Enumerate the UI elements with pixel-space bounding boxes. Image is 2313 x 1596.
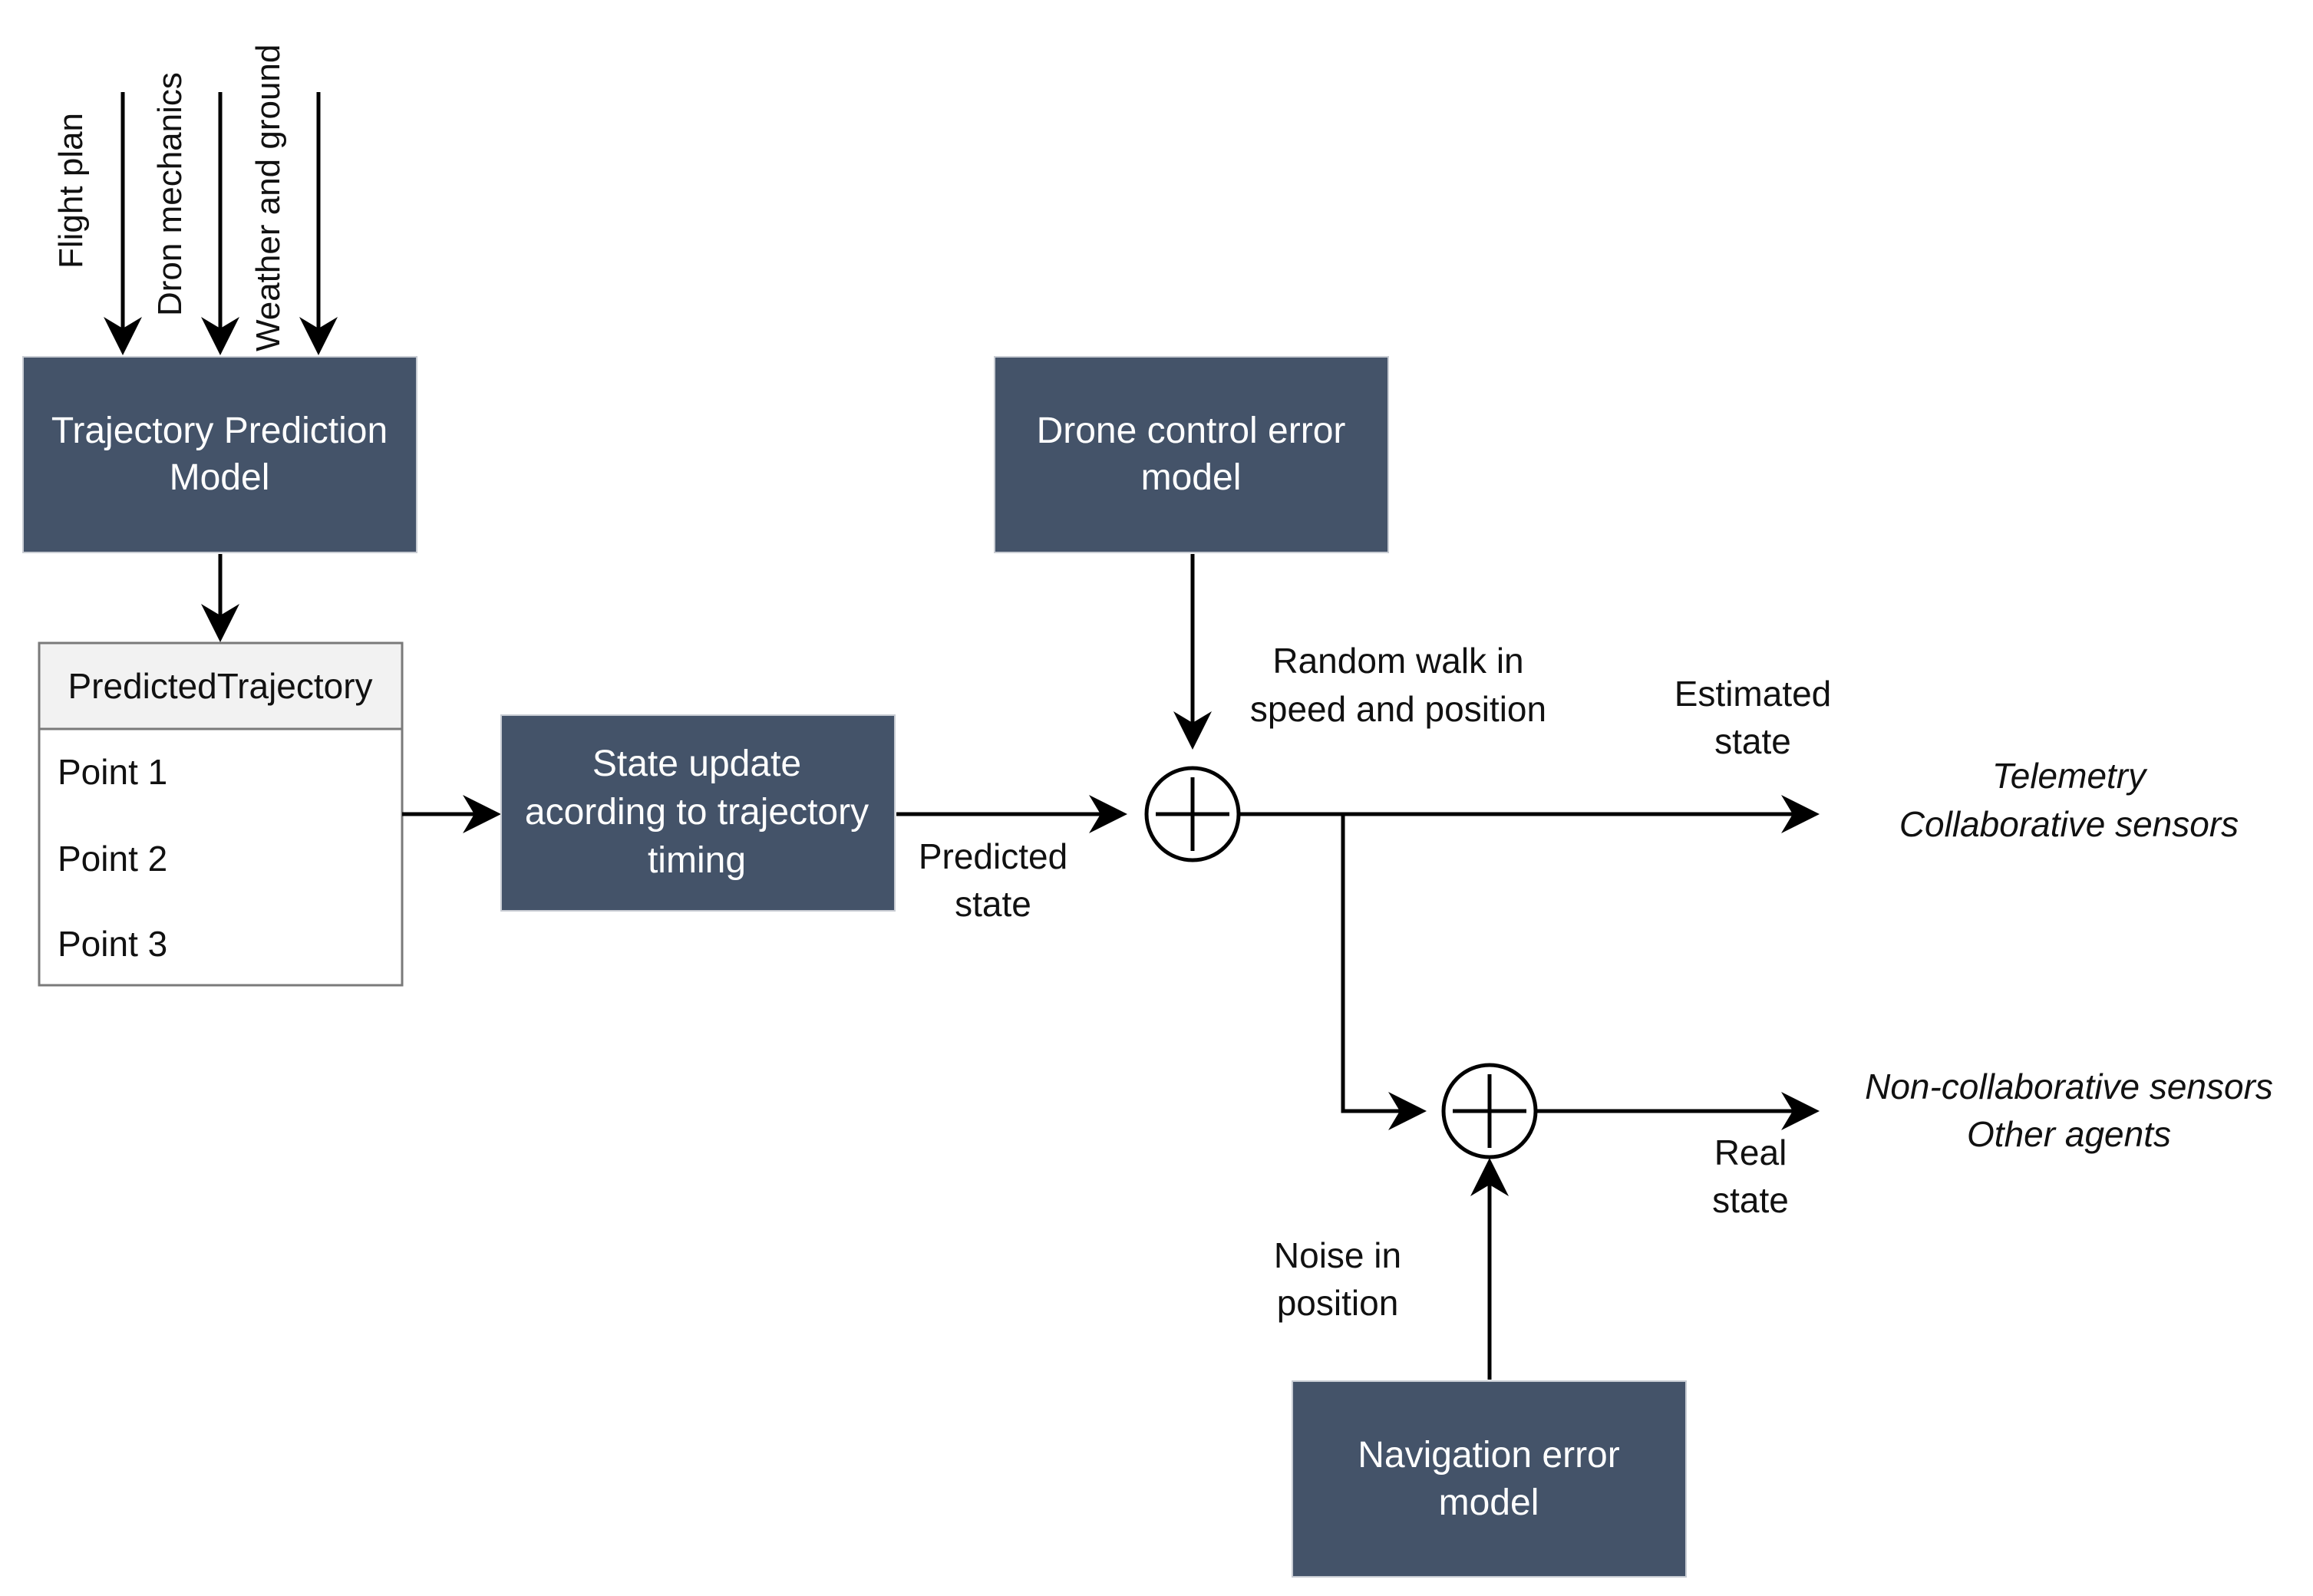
noise-position-label-line1: Noise in [1274,1235,1401,1275]
branch-to-real-state-connector [1341,814,1427,1130]
drone-control-line2: model [1141,457,1242,498]
real-state-label-line2: state [1712,1180,1789,1220]
state-update-line1: State update [592,744,801,784]
random-walk-label-line1: Random walk in [1272,641,1523,681]
random-walk-label-line2: speed and position [1250,689,1546,729]
navigation-error-model-box [1292,1380,1687,1578]
non-collaborative-sensors-label: Non-collaborative sensors [1865,1067,2273,1106]
predicted-trajectory-header: PredictedTrajectory [68,666,372,706]
other-agents-label: Other agents [1967,1114,2171,1154]
trajectory-prediction-model-box [22,356,417,553]
real-state-label-line1: Real [1714,1133,1787,1172]
predicted-trajectory-list: PredictedTrajectory Point 1 Point 2 Poin… [38,641,404,987]
list-item-point-2: Point 2 [58,839,167,879]
list-item-point-3: Point 3 [58,924,167,964]
flight-plan-label: Flight plan [52,113,90,269]
dron-mechanics-label: Dron mechanics [151,72,189,316]
drone-control-line1: Drone control error [1037,411,1346,451]
estimated-state-label-line2: state [1714,721,1791,761]
weather-ground-label: Weather and ground [249,45,287,351]
circle-plus-icon [1441,1063,1538,1159]
predicted-trajectory-body [38,727,404,987]
navigation-error-line1: Navigation error [1358,1435,1620,1476]
navigation-error-line2: model [1439,1482,1539,1523]
list-item-point-1: Point 1 [58,752,167,792]
estimated-state-label-line1: Estimated [1675,674,1832,714]
trajectory-model-line2: Model [170,457,270,498]
telemetry-label: Telemetry [1992,756,2148,796]
predicted-state-label-line2: state [955,884,1031,924]
state-update-box [500,714,896,912]
drone-control-error-model-box [994,356,1389,553]
trajectory-model-line1: Trajectory Prediction [51,411,388,451]
state-update-line2: acording to trajectory [525,792,869,833]
noise-position-label-line2: position [1277,1283,1399,1323]
predicted-trajectory-header-bg [38,641,404,730]
circle-plus-icon [1144,766,1241,862]
state-update-line3: timing [648,840,746,881]
collaborative-sensors-label: Collaborative sensors [1899,804,2239,844]
predicted-state-label-line1: Predicted [919,836,1067,876]
